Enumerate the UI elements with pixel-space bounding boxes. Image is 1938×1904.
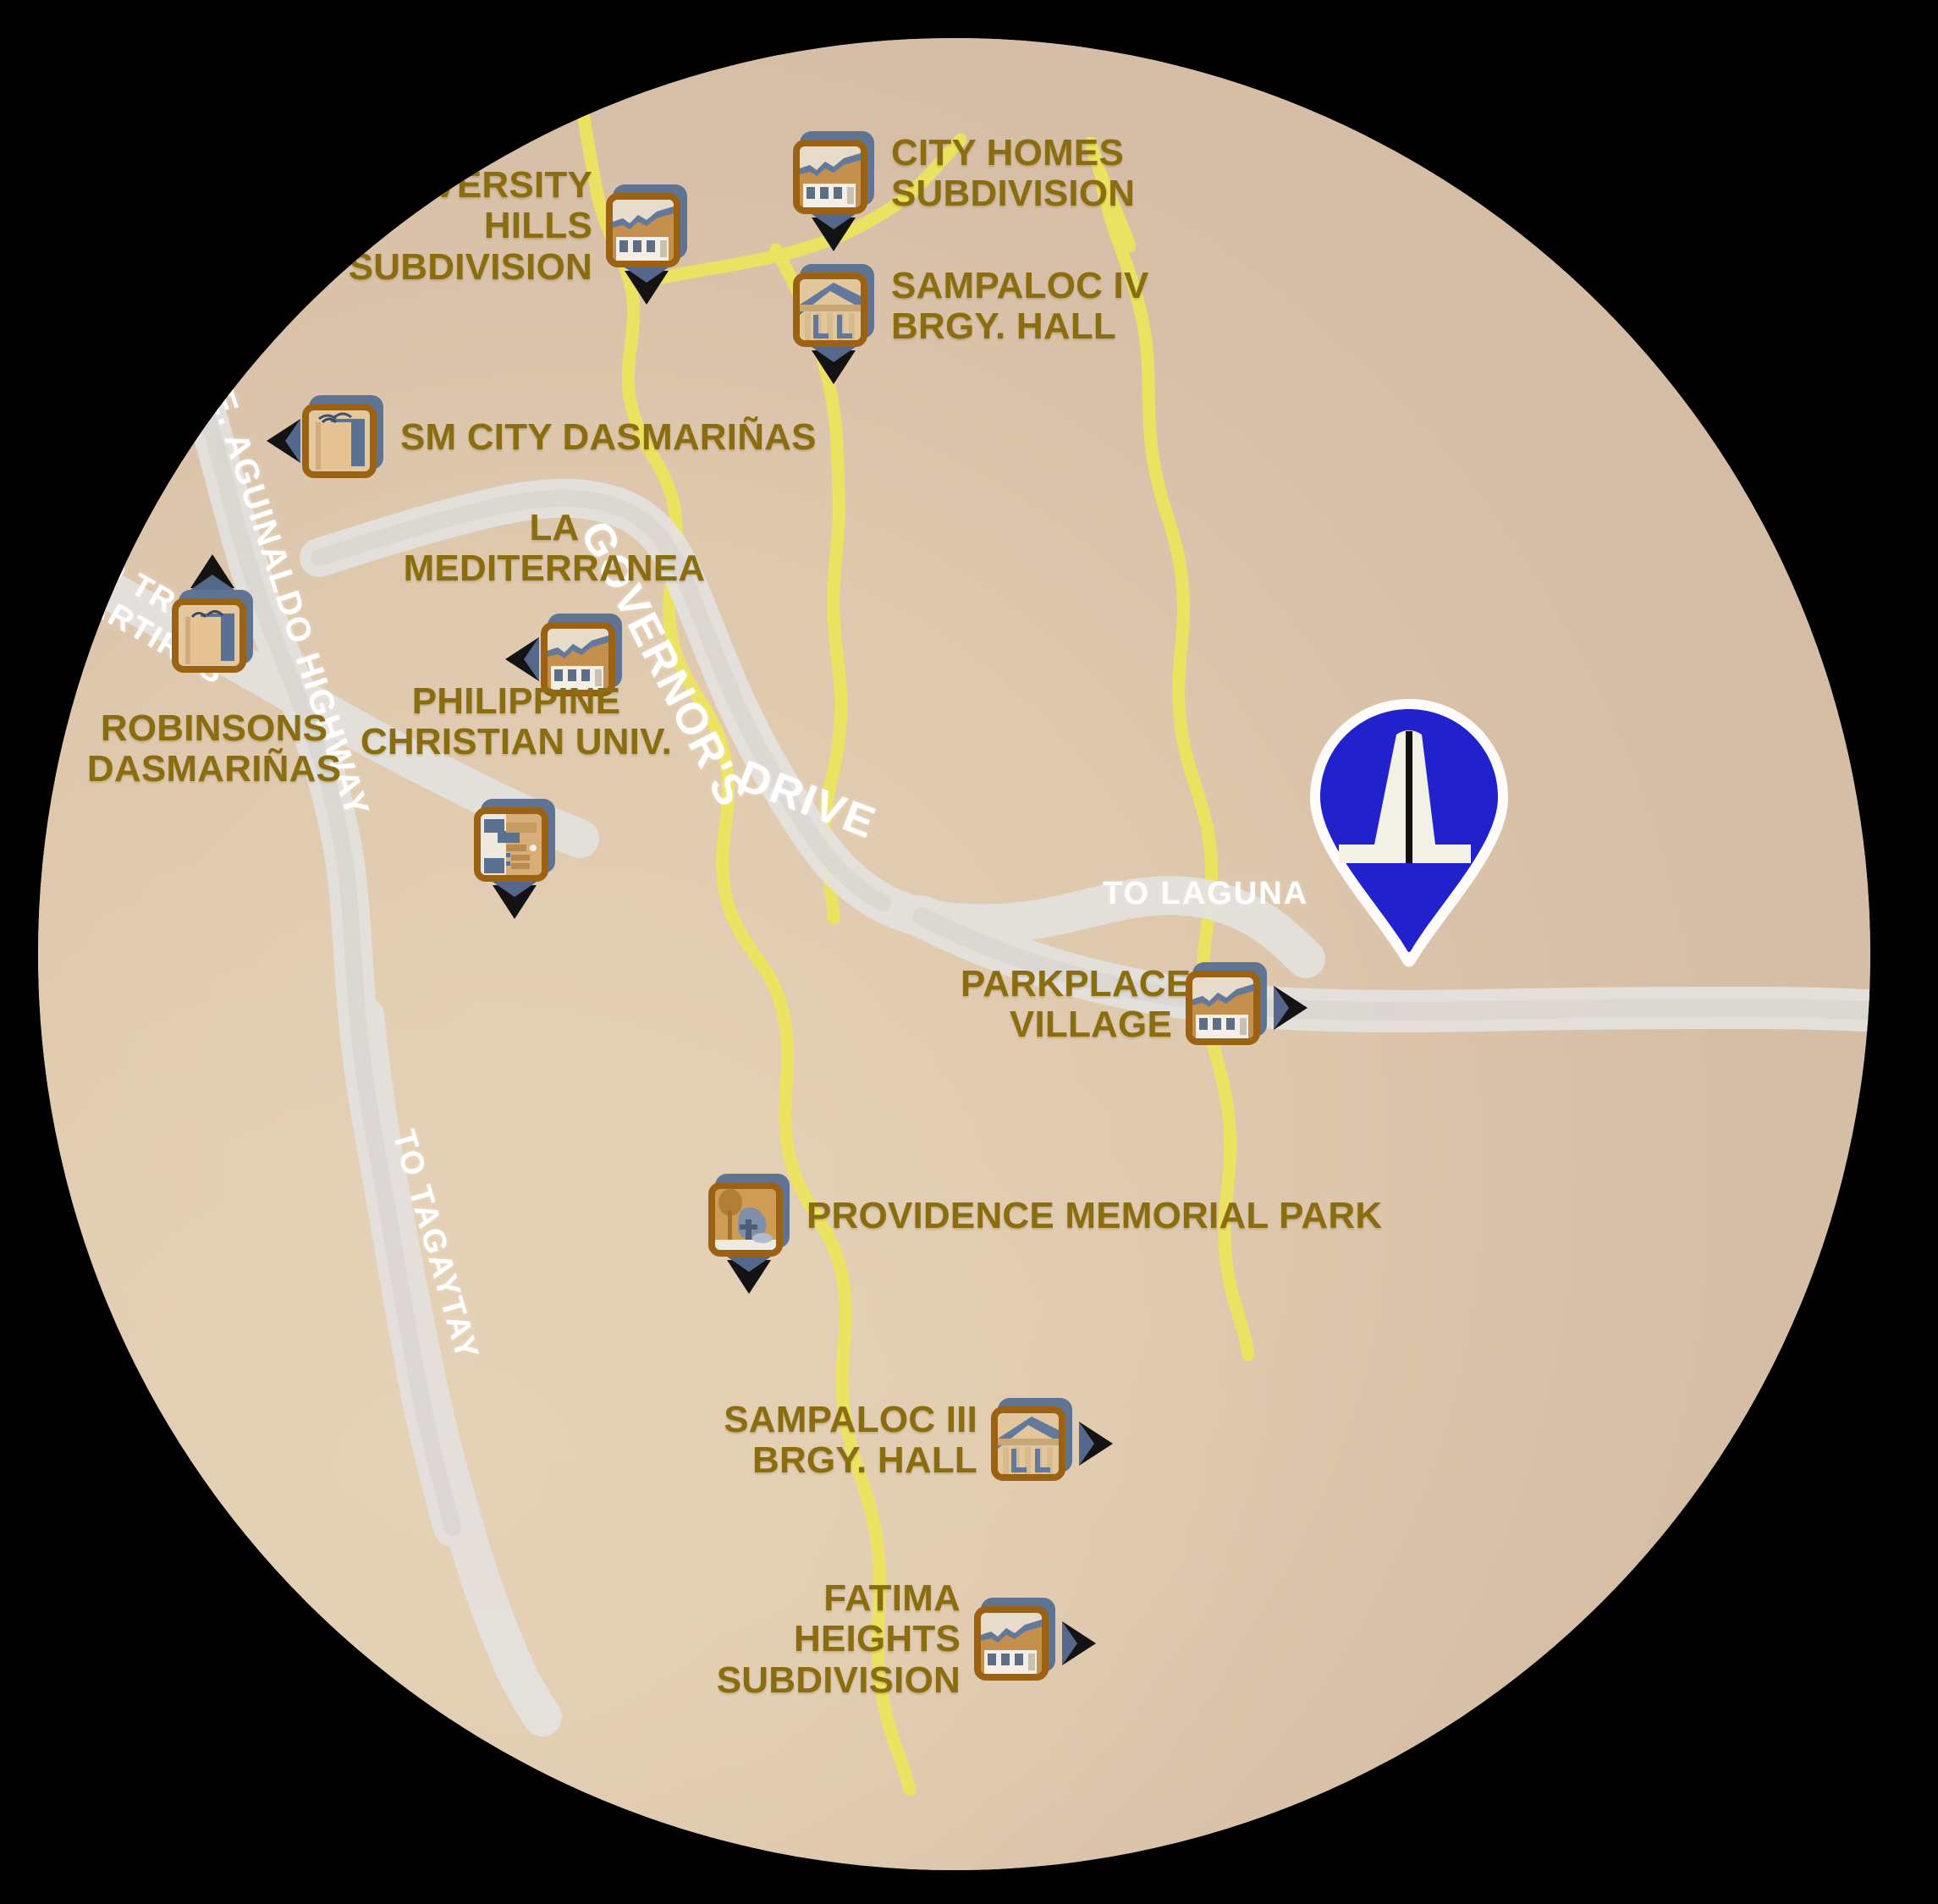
house-hills-glyph	[548, 628, 608, 690]
pointer-down-icon	[727, 1257, 771, 1294]
map-disc: E. AGUINALDO HIGHWAY TO TRECE MARTIRES G…	[38, 38, 1870, 1870]
subdivision-house-icon[interactable]	[791, 129, 879, 251]
pointer-right-icon	[1062, 1621, 1096, 1665]
barangay-hall-icon[interactable]	[791, 262, 879, 384]
poi-sampaloc-iii-brgy-hall[interactable]: SAMPALOC III BRGY. HALL	[614, 1396, 1113, 1484]
cemetery-glyph	[715, 1189, 776, 1250]
house-hills-glyph	[800, 146, 861, 207]
poi-providence-memorial-park[interactable]: PROVIDENCE MEMORIAL PARK	[707, 1172, 1383, 1294]
house-hills-glyph	[981, 1612, 1042, 1674]
shopping-bag-glyph	[309, 410, 370, 471]
pointer-left-icon	[267, 419, 300, 463]
pointer-right-icon	[1274, 986, 1308, 1030]
poi-label-sampaloc-iii-brgy-hall: SAMPALOC III BRGY. HALL	[724, 1398, 977, 1481]
poi-robinsons-dasmarinas[interactable]: ROBINSONS DASMARIÑAS	[86, 554, 342, 790]
house-hills-glyph	[613, 199, 674, 261]
road-governors-drive	[300, 478, 1325, 978]
pointer-up-icon	[190, 554, 234, 590]
subdivision-house-icon[interactable]	[604, 183, 692, 305]
pointer-down-icon	[625, 267, 669, 305]
poi-label-fatima-heights: FATIMA HEIGHTS SUBDIVISION	[716, 1577, 961, 1701]
pointer-right-icon	[1079, 1422, 1113, 1466]
cemetery-cross-icon[interactable]	[707, 1172, 795, 1294]
campus-building-glyph	[481, 813, 542, 875]
poi-label-city-homes: CITY HOMES SUBDIVISION	[891, 131, 1136, 214]
poi-label-providence-memorial-park: PROVIDENCE MEMORIAL PARK	[807, 1194, 1383, 1236]
poi-university-hills[interactable]: UNIVERSITY HILLS SUBDIVISION	[339, 164, 692, 305]
poi-label-robinsons-dasmarinas: ROBINSONS DASMARIÑAS	[86, 707, 342, 790]
pointer-down-icon	[812, 214, 856, 251]
pointer-down-icon	[493, 881, 537, 919]
creek-east	[1094, 173, 1255, 1362]
hall-building-glyph	[998, 1413, 1059, 1474]
poi-label-sampaloc-iv-brgy-hall: SAMPALOC IV BRGY. HALL	[891, 264, 1149, 347]
subdivision-house-icon[interactable]	[1184, 960, 1308, 1048]
main-location-pin[interactable]	[1295, 694, 1523, 973]
shopping-bag-icon[interactable]	[267, 393, 388, 482]
poi-parkplace-village[interactable]: PARKPLACE VILLAGE	[961, 960, 1308, 1048]
shopping-bag-icon[interactable]	[170, 554, 258, 676]
poi-sm-city-dasmarinas[interactable]: SM CITY DASMARIÑAS	[267, 393, 817, 482]
poi-city-homes[interactable]: CITY HOMES SUBDIVISION	[791, 129, 1136, 251]
road-to-tagaytay	[345, 997, 562, 1736]
subdivision-house-icon[interactable]	[972, 1596, 1096, 1684]
poi-label-university-hills: UNIVERSITY HILLS SUBDIVISION	[348, 164, 592, 288]
creek-west	[564, 38, 917, 1797]
barangay-hall-icon[interactable]	[989, 1396, 1113, 1484]
poi-fatima-heights[interactable]: FATIMA HEIGHTS SUBDIVISION	[690, 1577, 1096, 1701]
subdivision-house-icon[interactable]	[505, 612, 627, 700]
road-to-laguna	[900, 895, 1870, 1032]
creek-east-upper	[1084, 136, 1137, 253]
road-label-to-laguna: TO LAGUNA	[1103, 876, 1309, 911]
campus-building-icon[interactable]	[472, 797, 560, 919]
pointer-down-icon	[812, 347, 856, 384]
poi-label-parkplace-village: PARKPLACE VILLAGE	[961, 962, 1192, 1045]
poi-label-philippine-christian-univ: PHILIPPINE CHRISTIAN UNIV.	[360, 680, 673, 763]
poi-la-mediterranea[interactable]: LA MEDITERRANEA	[377, 507, 732, 700]
monument-pin-icon[interactable]	[1295, 694, 1523, 973]
shopping-bag-glyph	[179, 605, 239, 666]
poi-label-sm-city-dasmarinas: SM CITY DASMARIÑAS	[400, 415, 817, 458]
house-hills-glyph	[1192, 977, 1253, 1038]
poi-sampaloc-iv-brgy-hall[interactable]: SAMPALOC IV BRGY. HALL	[791, 262, 1149, 384]
poi-label-la-mediterranea: LA MEDITERRANEA	[403, 507, 706, 590]
poi-philippine-christian-univ[interactable]: PHILIPPINE CHRISTIAN UNIV.	[339, 680, 694, 919]
hall-building-glyph	[800, 279, 861, 340]
pointer-left-icon	[505, 636, 539, 681]
